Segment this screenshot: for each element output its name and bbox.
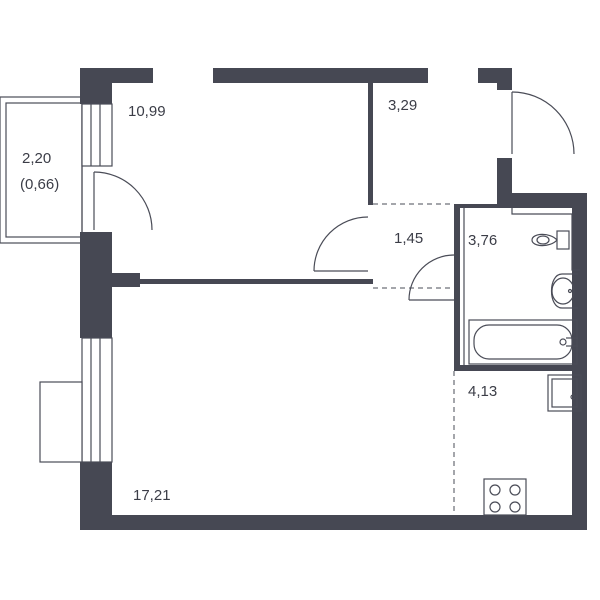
- area-label-bathroom: 3,76: [468, 232, 498, 249]
- area-label-balcony-reduced: (0,66): [20, 176, 60, 193]
- bathtub: [468, 319, 578, 365]
- zone-dividers: [373, 203, 455, 515]
- stove: [483, 478, 527, 516]
- area-label-hall: 3,29: [388, 97, 418, 114]
- area-label-bedroom: 10,99: [128, 103, 166, 120]
- windows: [39, 68, 478, 463]
- doors: [93, 91, 575, 301]
- bathroom-inner-lines: [463, 208, 580, 365]
- toilet: [531, 230, 570, 250]
- partitions: [140, 83, 580, 371]
- area-label-balcony: 2,20: [22, 150, 52, 167]
- kitchen-sink: [547, 374, 582, 412]
- outer-walls: [80, 68, 587, 530]
- area-label-living: 17,21: [133, 487, 171, 504]
- sink: [550, 273, 578, 309]
- area-label-kitchen: 4,13: [468, 383, 498, 400]
- area-label-corridor: 1,45: [394, 230, 424, 247]
- balcony: [0, 96, 83, 244]
